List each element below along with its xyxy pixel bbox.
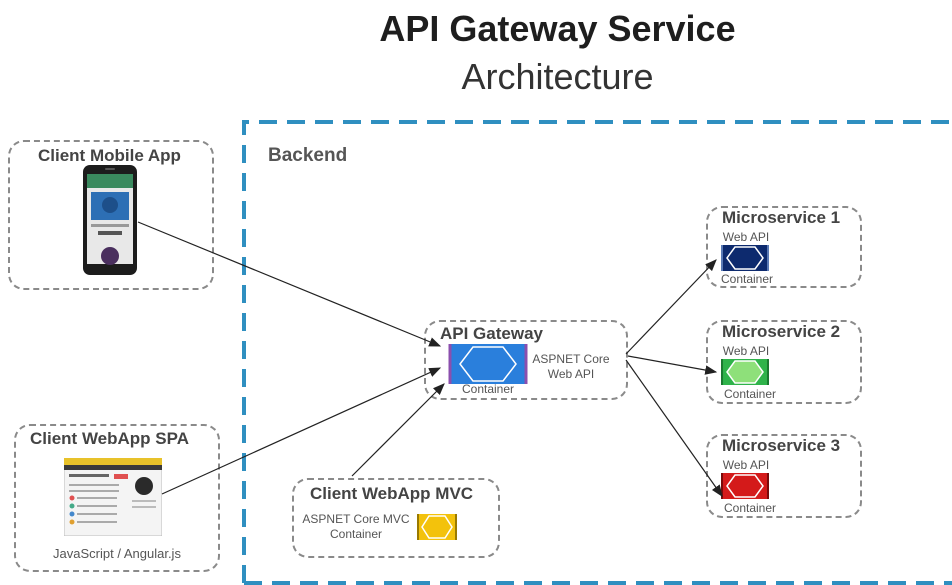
client-mobile-app-title: Client Mobile App (38, 146, 181, 165)
microservice-1-container-label: Container (720, 272, 774, 286)
arrow-mobile-to-gateway (137, 221, 442, 347)
api-gateway-tech-line1: ASPNET Core (532, 352, 610, 366)
client-webapp-spa-title: Client WebApp SPA (30, 429, 189, 448)
arrow-gateway-to-ms3 (625, 359, 723, 497)
microservice-2-container-label: Container (723, 387, 777, 401)
client-webapp-mvc-box (292, 478, 500, 558)
microservice-2-title: Microservice 2 (722, 322, 841, 341)
arrow-mvc-to-gateway (351, 383, 445, 477)
microservice-3-api-label: Web API (722, 458, 770, 472)
client-webapp-mvc-title: Client WebApp MVC (310, 484, 474, 503)
mvc-container-hexagon-icon (417, 514, 457, 540)
client-webapp-spa-caption: JavaScript / Angular.js (53, 546, 181, 561)
phone-icon (83, 165, 137, 275)
browser-screenshot-icon (64, 458, 162, 536)
client-webapp-mvc-tech: ASPNET Core MVC (302, 512, 410, 526)
microservice-1-title: Microservice 1 (722, 208, 841, 227)
api-gateway-hexagon-icon (448, 344, 528, 384)
api-gateway-tech-line2: Web API (547, 367, 595, 381)
microservice-2-api-label: Web API (722, 344, 770, 358)
api-gateway-container-label: Container (461, 382, 515, 396)
client-webapp-mvc-container-label: Container (329, 527, 383, 541)
client-mobile-app-box (8, 140, 214, 290)
microservice-3-container-label: Container (723, 501, 777, 515)
microservice-3-title: Microservice 3 (722, 436, 841, 455)
microservice-2-box (706, 320, 862, 404)
diagram-subtitle: Architecture (461, 56, 654, 97)
microservice-3-box (706, 434, 862, 518)
microservice-1-hexagon-icon (721, 245, 769, 271)
api-gateway-box (424, 320, 628, 400)
backend-label: Backend (268, 145, 348, 166)
arrow-spa-to-gateway (161, 367, 442, 495)
microservice-1-box (706, 206, 862, 288)
api-gateway-title: API Gateway (440, 324, 543, 343)
microservice-2-hexagon-icon (721, 359, 769, 385)
arrow-gateway-to-ms2 (627, 355, 718, 375)
diagram-title: API Gateway Service (379, 8, 736, 49)
client-webapp-spa-box (14, 424, 220, 572)
microservice-3-hexagon-icon (721, 473, 769, 499)
arrow-gateway-to-ms1 (625, 259, 717, 355)
microservice-1-api-label: Web API (722, 230, 770, 244)
